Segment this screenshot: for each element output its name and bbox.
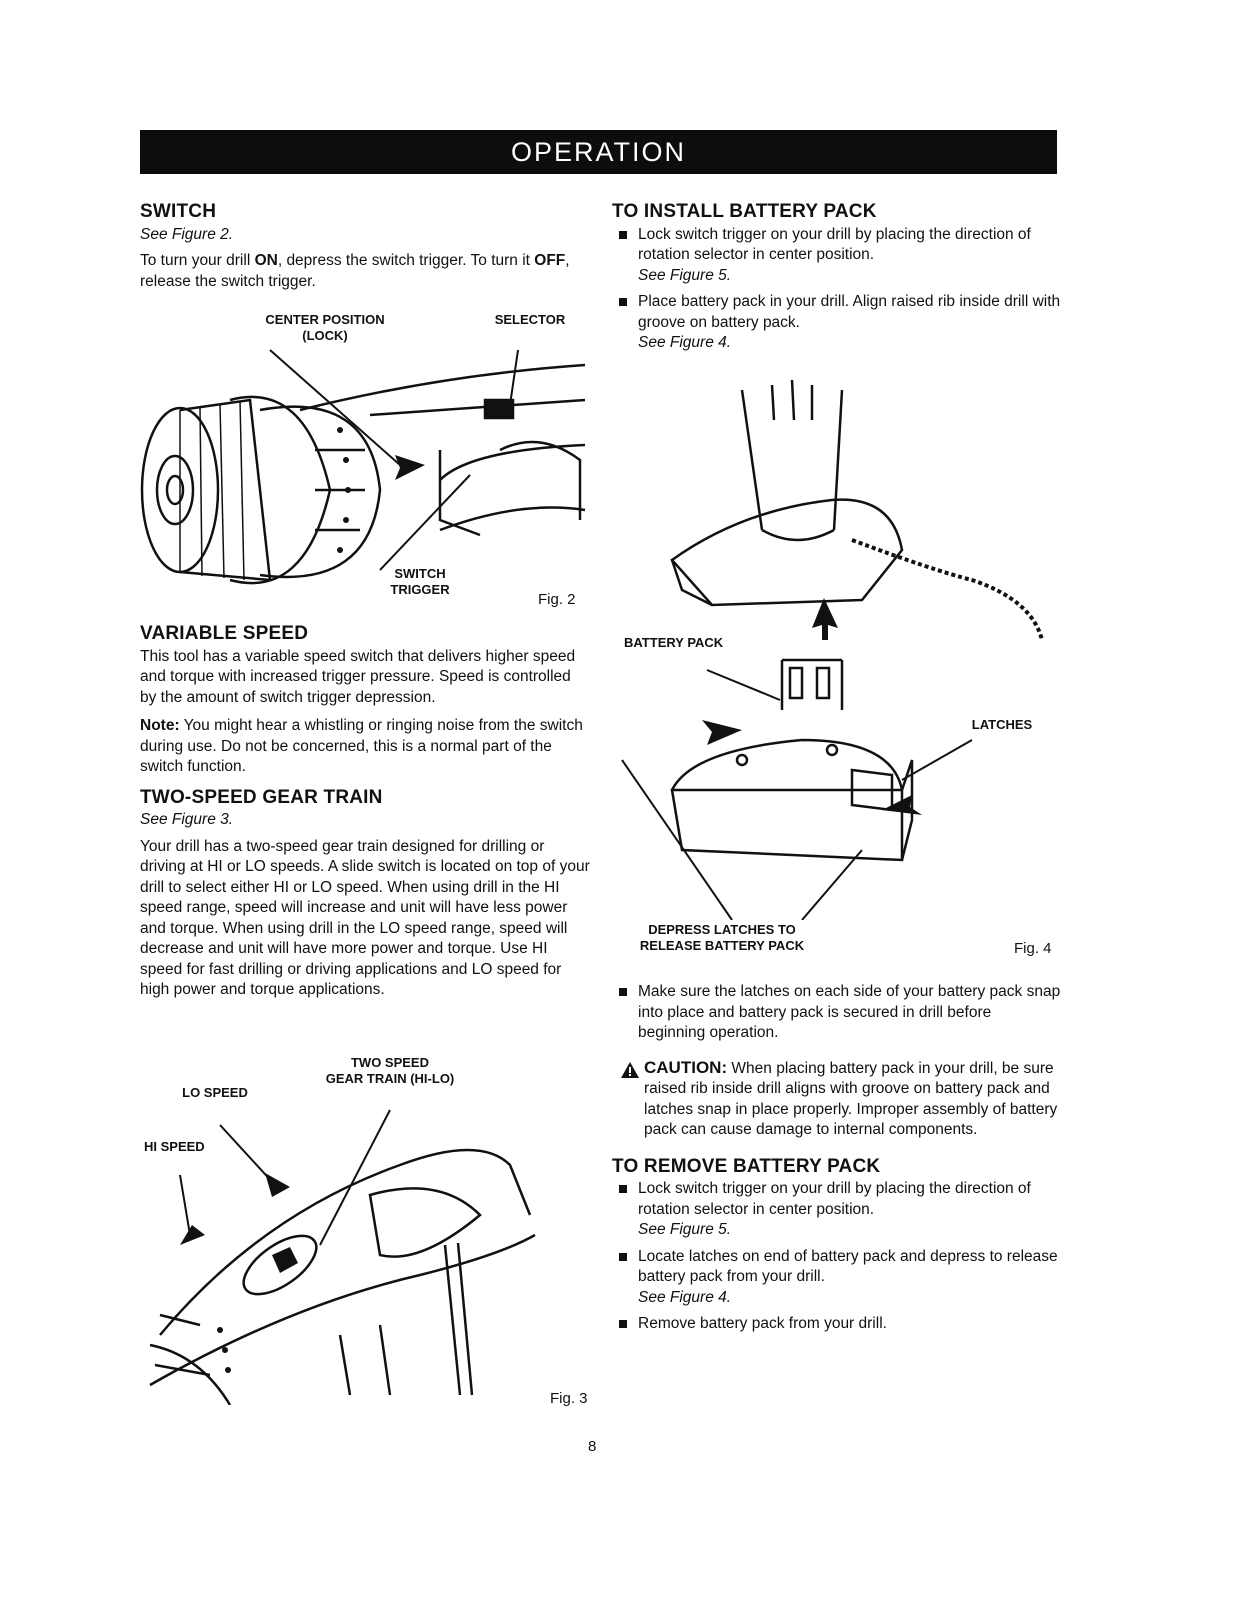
list-item: Place battery pack in your drill. Align … xyxy=(612,292,1062,354)
fig3-label-lo: LO SPEED xyxy=(182,1085,248,1100)
variable-speed-section: VARIABLE SPEED This tool has a variable … xyxy=(140,623,590,1009)
two-speed-figure-ref: See Figure 3. xyxy=(140,811,234,828)
list-item: Locate latches on end of battery pack an… xyxy=(612,1247,1062,1309)
drill-switch-illustration xyxy=(140,349,586,585)
variable-speed-heading: VARIABLE SPEED xyxy=(140,623,309,644)
switch-heading: SWITCH xyxy=(140,201,217,222)
two-speed-body: Your drill has a two-speed gear train de… xyxy=(140,837,590,999)
list-item: Make sure the latches on each side of yo… xyxy=(612,982,1062,1044)
install-heading: TO INSTALL BATTERY PACK xyxy=(612,201,877,222)
fig4-label-latches: LATCHES xyxy=(971,717,1033,732)
fig3-label-hi: HI SPEED xyxy=(144,1139,205,1154)
drill-gear-illustration xyxy=(149,1109,536,1405)
list-item: Lock switch trigger on your drill by pla… xyxy=(612,1179,1062,1241)
bullet-icon xyxy=(619,230,627,239)
remove-list: Lock switch trigger on your drill by pla… xyxy=(612,1179,1062,1335)
variable-speed-body: This tool has a variable speed switch th… xyxy=(140,647,576,706)
caution-note: CAUTION: When placing battery pack in yo… xyxy=(612,1058,1062,1141)
section-banner: OPERATION xyxy=(140,130,1057,174)
fig4-number: Fig. 4 xyxy=(1014,940,1052,957)
install-section: TO INSTALL BATTERY PACK Lock switch trig… xyxy=(612,201,1062,360)
battery-pack-illustration xyxy=(621,380,1044,920)
bullet-icon xyxy=(619,1252,627,1261)
page-number: 8 xyxy=(588,1438,597,1455)
list-item: Remove battery pack from your drill. xyxy=(612,1314,1062,1335)
variable-speed-note: Note: You might hear a whistling or ring… xyxy=(140,717,583,775)
remove-heading: TO REMOVE BATTERY PACK xyxy=(612,1155,881,1177)
bullet-icon xyxy=(619,1185,627,1193)
switch-section: SWITCH See Figure 2. To turn your drill … xyxy=(140,201,590,300)
warning-icon xyxy=(621,1061,639,1078)
bullet-icon xyxy=(619,988,627,996)
bullet-icon xyxy=(619,1320,627,1328)
fig2-label-selector: SELECTOR xyxy=(494,312,566,327)
fig3-number: Fig. 3 xyxy=(550,1390,588,1407)
two-speed-heading: TWO-SPEED GEAR TRAIN xyxy=(140,786,383,808)
install-list: Lock switch trigger on your drill by pla… xyxy=(612,225,1062,354)
switch-body: To turn your drill ON, depress the switc… xyxy=(140,252,570,290)
list-item: Lock switch trigger on your drill by pla… xyxy=(612,225,1062,287)
after-install-list: Make sure the latches on each side of yo… xyxy=(612,982,1062,1044)
fig2-label-center: CENTER POSITION(LOCK) xyxy=(265,312,385,343)
switch-figure-ref: See Figure 2. xyxy=(140,225,234,243)
after-install-section: Make sure the latches on each side of yo… xyxy=(612,982,1062,1341)
figure-2: CENTER POSITION(LOCK) SELECTOR xyxy=(140,310,590,610)
bullet-icon xyxy=(619,298,627,306)
fig4-label-pack: BATTERY PACK xyxy=(624,635,724,650)
fig2-number: Fig. 2 xyxy=(538,591,576,608)
